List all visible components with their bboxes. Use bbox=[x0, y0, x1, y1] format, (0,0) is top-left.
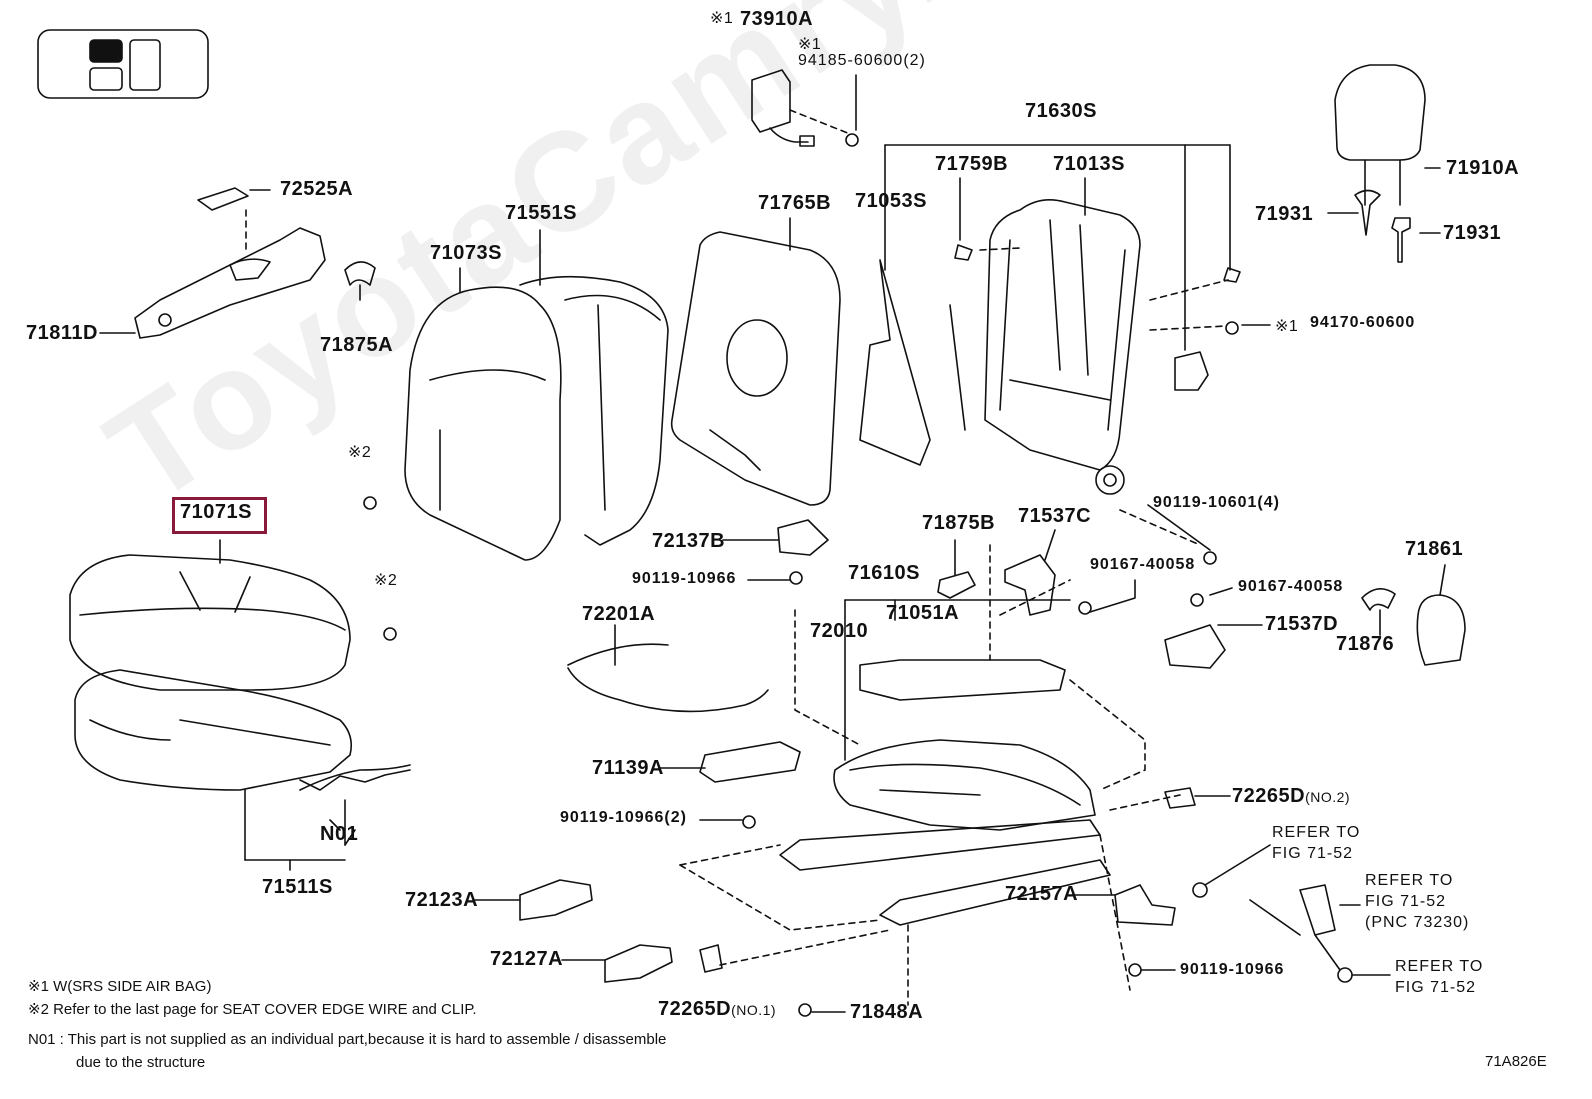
part-label-72157a[interactable]: 72157A bbox=[1005, 883, 1079, 905]
part-label-71811d[interactable]: 71811D bbox=[26, 322, 98, 344]
headrest-71910a bbox=[1334, 64, 1426, 263]
cover-72137b bbox=[777, 519, 829, 556]
part-label-90119-10966[interactable]: 90119-10966 bbox=[632, 570, 737, 587]
part-label-71537d[interactable]: 71537D bbox=[1265, 613, 1339, 635]
refer-label[interactable]: REFER TO bbox=[1272, 824, 1361, 841]
part-label-71053s[interactable]: 71053S bbox=[855, 190, 927, 212]
part-label-72265d-no2[interactable]: 72265D(NO.2) bbox=[1232, 785, 1351, 807]
part-label-71875a[interactable]: 71875A bbox=[320, 334, 394, 356]
seat-cushion-71071s bbox=[69, 539, 351, 691]
part-label-71511s[interactable]: 71511S bbox=[262, 876, 333, 898]
note-mark: ※2 bbox=[348, 444, 372, 461]
highlighted-part-box bbox=[172, 497, 267, 534]
part-label-90119-10966[interactable]: 90119-10966 bbox=[1180, 961, 1285, 978]
refer-label[interactable]: FIG 71-52 bbox=[1395, 979, 1477, 996]
footnote-2: ※2 Refer to the last page for SEAT COVER… bbox=[28, 1001, 477, 1018]
part-label-71931[interactable]: 71931 bbox=[1443, 222, 1502, 244]
footnote-n01: N01 : This part is not supplied as an in… bbox=[28, 1031, 667, 1048]
back-board-71765b bbox=[670, 231, 841, 506]
footnote-1: ※1 W(SRS SIDE AIR BAG) bbox=[28, 978, 212, 995]
part-label-71139a[interactable]: 71139A bbox=[592, 757, 664, 779]
part-label-72127a[interactable]: 72127A bbox=[490, 948, 564, 970]
part-label-71875b[interactable]: 71875B bbox=[922, 512, 996, 534]
note-mark: ※1 bbox=[710, 10, 734, 27]
part-label-72525a[interactable]: 72525A bbox=[280, 178, 354, 200]
cover-72123a bbox=[519, 879, 593, 921]
seat-frame-72010 bbox=[679, 544, 1181, 1006]
refer-label[interactable]: FIG 71-52 bbox=[1272, 845, 1354, 862]
part-label-90119-10601[interactable]: 90119-10601(4) bbox=[1153, 494, 1280, 511]
part-label-72123a[interactable]: 72123A bbox=[405, 889, 479, 911]
part-label-72137b[interactable]: 72137B bbox=[652, 530, 726, 552]
part-label-71759b[interactable]: 71759B bbox=[935, 153, 1009, 175]
seat-belt-buckle bbox=[1249, 884, 1341, 971]
part-label-90167-40058[interactable]: 90167-40058 bbox=[1090, 556, 1196, 573]
cover-72157a bbox=[1114, 884, 1176, 926]
part-label-71013s[interactable]: 71013S bbox=[1053, 153, 1125, 175]
part-label-71630s[interactable]: 71630S bbox=[1025, 100, 1097, 122]
knob-71861 bbox=[1416, 594, 1466, 666]
bracket-72265d-no2 bbox=[1164, 787, 1196, 809]
cover-71537c bbox=[1004, 554, 1056, 616]
cover-71876 bbox=[1361, 588, 1396, 611]
part-label-71051a[interactable]: 71051A bbox=[886, 602, 960, 624]
part-label-90119-10966-2[interactable]: 90119-10966(2) bbox=[560, 809, 687, 826]
part-label-71537c[interactable]: 71537C bbox=[1018, 505, 1092, 527]
part-label-72265d-no1[interactable]: 72265D(NO.1) bbox=[658, 998, 777, 1020]
part-label-71848a[interactable]: 71848A bbox=[850, 1001, 924, 1023]
part-label-71765b[interactable]: 71765B bbox=[758, 192, 832, 214]
cover-71537d bbox=[1164, 624, 1226, 669]
part-label-73910a[interactable]: 73910A bbox=[740, 8, 814, 30]
part-label-71071s[interactable]: 71071S bbox=[180, 501, 252, 523]
part-label-71073s[interactable]: 71073S bbox=[430, 242, 502, 264]
part-label-94170-60600[interactable]: 94170-60600 bbox=[1310, 314, 1416, 331]
part-label-71910a[interactable]: 71910A bbox=[1446, 157, 1520, 179]
part-label-71876[interactable]: 71876 bbox=[1336, 633, 1395, 655]
part-label-72010[interactable]: 72010 bbox=[810, 620, 869, 642]
part-label-72201a[interactable]: 72201A bbox=[582, 603, 656, 625]
note-mark: ※2 bbox=[374, 572, 398, 589]
bracket-71139a bbox=[699, 741, 801, 783]
edge-wire-72201a bbox=[567, 643, 769, 713]
note-mark: ※1 bbox=[1275, 318, 1299, 335]
seat-position-icon bbox=[37, 29, 209, 99]
note-mark: ※1 bbox=[798, 36, 822, 53]
seatback-frame-71630s bbox=[859, 144, 1241, 546]
part-label-71931[interactable]: 71931 bbox=[1255, 203, 1314, 225]
bracket-72265d-no1 bbox=[699, 944, 723, 973]
seatback-cover bbox=[404, 275, 669, 561]
airbag-module-73910a bbox=[751, 69, 859, 147]
leader-lines bbox=[99, 167, 1446, 1013]
side-shield-71811d bbox=[134, 187, 376, 339]
part-label-94185-60600[interactable]: 94185-60600(2) bbox=[798, 52, 926, 69]
seat-cushion-cover-71511s bbox=[74, 669, 411, 861]
refer-label[interactable]: REFER TO bbox=[1395, 958, 1484, 975]
refer-label[interactable]: (PNC 73230) bbox=[1365, 914, 1470, 931]
cover-72127a bbox=[604, 944, 673, 983]
part-label-71861[interactable]: 71861 bbox=[1405, 538, 1464, 560]
part-label-71610s[interactable]: 71610S bbox=[848, 562, 920, 584]
refer-label[interactable]: FIG 71-52 bbox=[1365, 893, 1447, 910]
refer-label[interactable]: REFER TO bbox=[1365, 872, 1454, 889]
footnote-n01-cont: due to the structure bbox=[76, 1054, 206, 1071]
part-label-n01[interactable]: N01 bbox=[320, 823, 359, 845]
part-label-71551s[interactable]: 71551S bbox=[505, 202, 577, 224]
figure-code: 71A826E bbox=[1485, 1053, 1547, 1070]
part-label-90167-40058[interactable]: 90167-40058 bbox=[1238, 578, 1344, 595]
cover-71875b bbox=[937, 571, 976, 599]
